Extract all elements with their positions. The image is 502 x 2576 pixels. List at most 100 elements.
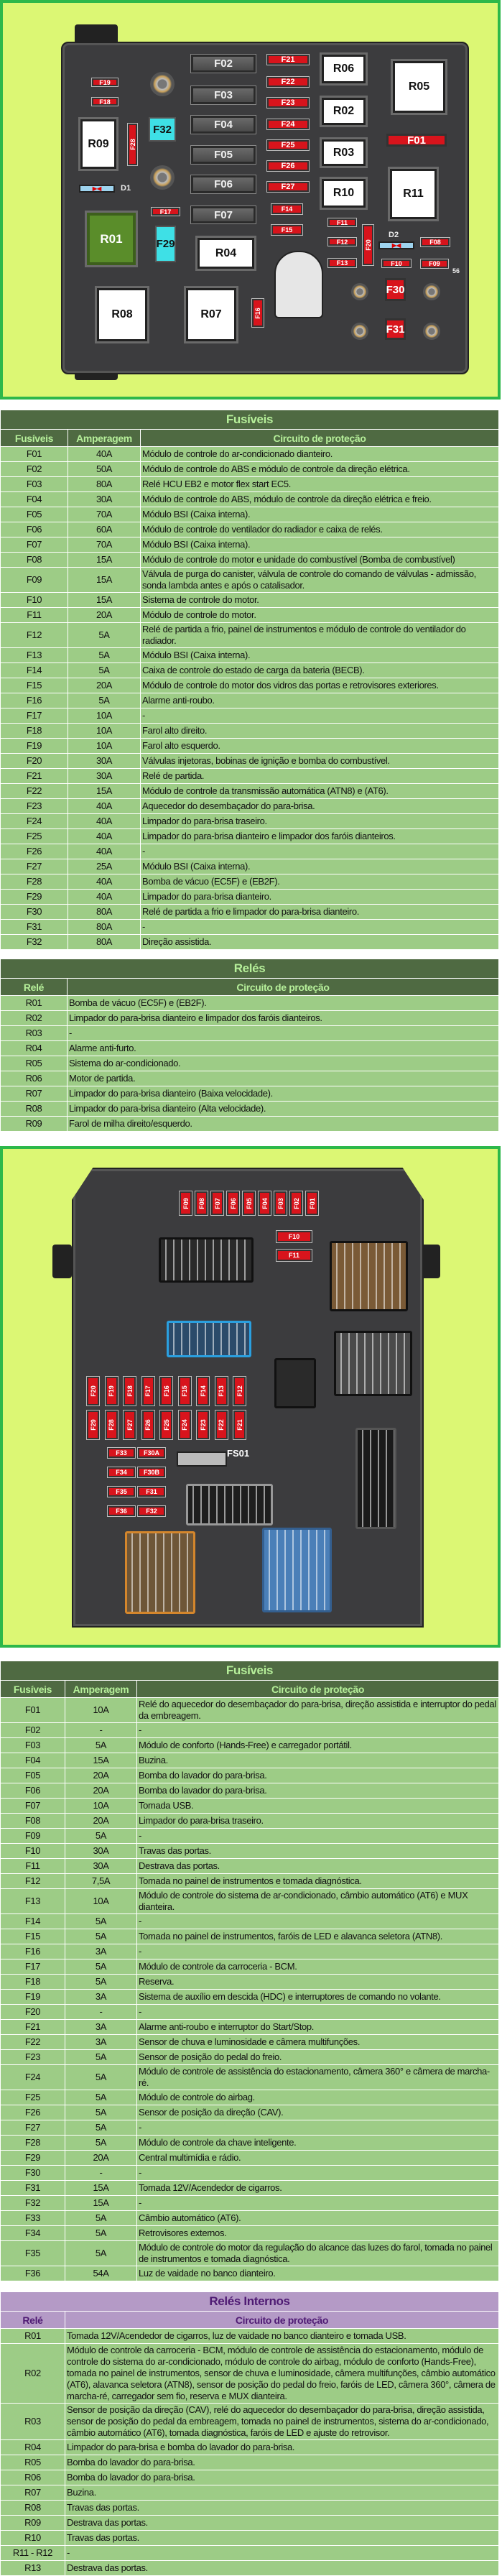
relay-r11: R11 bbox=[388, 167, 439, 221]
circuit-description: Limpador do para-brisa dianteiro. bbox=[139, 889, 500, 905]
column-header: Circuito de proteção bbox=[139, 429, 500, 447]
column-header: Fusíveis bbox=[0, 1680, 65, 1698]
fuse-3: F26 bbox=[141, 1410, 155, 1440]
column-header: Circuito de proteção bbox=[67, 978, 499, 996]
amperage: 5A bbox=[68, 622, 141, 648]
amperage: 20A bbox=[68, 607, 141, 623]
circuit-description: Farol alto esquerdo. bbox=[139, 738, 500, 754]
amperage: 7,5A bbox=[65, 1873, 137, 1889]
component-label: F01 bbox=[407, 134, 426, 147]
component-label: D1 bbox=[121, 184, 131, 193]
component-label: R05 bbox=[408, 80, 430, 93]
circuit-description: Caixa de controle do estado de carga da … bbox=[139, 663, 500, 678]
row-id: F08 bbox=[0, 1813, 65, 1829]
amperage: - bbox=[65, 2004, 137, 2020]
row-id: R08 bbox=[0, 2500, 65, 2516]
fuse-7: F02 bbox=[289, 1191, 303, 1216]
amperage: 15A bbox=[65, 2180, 137, 2196]
row-id: F12 bbox=[0, 622, 68, 648]
row-id: F01 bbox=[0, 446, 68, 462]
fuse-label: F05 bbox=[245, 1197, 253, 1209]
fuse-3: F17 bbox=[141, 1376, 155, 1406]
row-id: R13 bbox=[0, 2560, 65, 2576]
row-id: F31 bbox=[0, 919, 68, 935]
fuse-2: F27 bbox=[123, 1410, 136, 1440]
row-id: F14 bbox=[0, 1913, 65, 1929]
circuit-description: Limpador do para-brisa dianteiro (Baixa … bbox=[67, 1086, 499, 1102]
table-row: F30-- bbox=[0, 2165, 500, 2181]
circuit-description: Limpador do para-brisa dianteiro (Alta v… bbox=[67, 1101, 499, 1117]
row-id: R10 bbox=[0, 2530, 65, 2546]
connector-black bbox=[159, 1237, 254, 1283]
row-id: F07 bbox=[0, 1798, 65, 1814]
fuse-2: F31 bbox=[137, 1486, 166, 1497]
table-title: Relés bbox=[0, 959, 499, 979]
row-id: F29 bbox=[0, 2150, 65, 2166]
amperage: 20A bbox=[65, 1783, 137, 1799]
circuit-description: Bomba do lavador do para-brisa. bbox=[65, 2470, 499, 2485]
fuse-f22: F22 bbox=[266, 76, 310, 88]
fuse-label: F25 bbox=[162, 1419, 170, 1431]
circuit-description: - bbox=[136, 2195, 500, 2211]
circuit-description: Bomba de vácuo (EC5F) e (EB2F). bbox=[139, 874, 500, 890]
row-id: F03 bbox=[0, 1737, 65, 1753]
circuit-description: - bbox=[136, 1944, 500, 1959]
row-id: F30 bbox=[0, 904, 68, 920]
circuit-description: Relé do aquecedor do desembaçador do par… bbox=[136, 1697, 500, 1723]
circuit-description: Tomada no painel de instrumentos, faróis… bbox=[136, 1929, 500, 1944]
circuit-description: - bbox=[136, 2120, 500, 2136]
circuit-description: Alarme anti-roubo. bbox=[139, 693, 500, 708]
component-label: F06 bbox=[214, 178, 233, 190]
row-id: R05 bbox=[0, 1056, 68, 1071]
relay-r07: R07 bbox=[184, 286, 238, 343]
row-id: F23 bbox=[0, 2049, 65, 2065]
component-label: R03 bbox=[333, 146, 355, 159]
column-header: Amperagem bbox=[68, 429, 141, 447]
component-label: F14 bbox=[281, 206, 293, 213]
component-label: R01 bbox=[100, 231, 123, 246]
mounting-clip bbox=[421, 1245, 440, 1278]
circuit-description: Bomba de vácuo (EC5F) e (EB2F). bbox=[67, 995, 499, 1011]
row-id: F10 bbox=[0, 592, 68, 608]
relay-r01: R01 bbox=[85, 211, 138, 267]
row-id: F26 bbox=[0, 844, 68, 859]
row-id: F14 bbox=[0, 663, 68, 678]
circuit-description: Alarme anti-furto. bbox=[67, 1040, 499, 1056]
circuit-description: Luz de vaidade no banco dianteiro. bbox=[136, 2266, 500, 2281]
component-label: F15 bbox=[281, 226, 293, 234]
relay-r06: R06 bbox=[320, 52, 368, 86]
row-id: F25 bbox=[0, 2090, 65, 2105]
row-id: F33 bbox=[0, 2210, 65, 2226]
amperage: 5A bbox=[68, 647, 141, 663]
component-label: F13 bbox=[336, 259, 348, 267]
fuse-f20: F20 bbox=[362, 224, 374, 266]
fuse-8: F12 bbox=[233, 1376, 246, 1406]
component-label: R07 bbox=[200, 308, 222, 320]
fuse-f32: F32 bbox=[149, 117, 176, 142]
circuit-description: Direção assistida. bbox=[139, 934, 500, 950]
circuit-description: Módulo de controle do sistema de ar-cond… bbox=[136, 1888, 500, 1914]
connector-blue bbox=[167, 1321, 251, 1357]
component-label: F27 bbox=[281, 183, 295, 191]
fuse-0: F29 bbox=[86, 1410, 100, 1440]
fuse-label: F33 bbox=[116, 1449, 127, 1456]
component-label: R04 bbox=[215, 246, 237, 259]
